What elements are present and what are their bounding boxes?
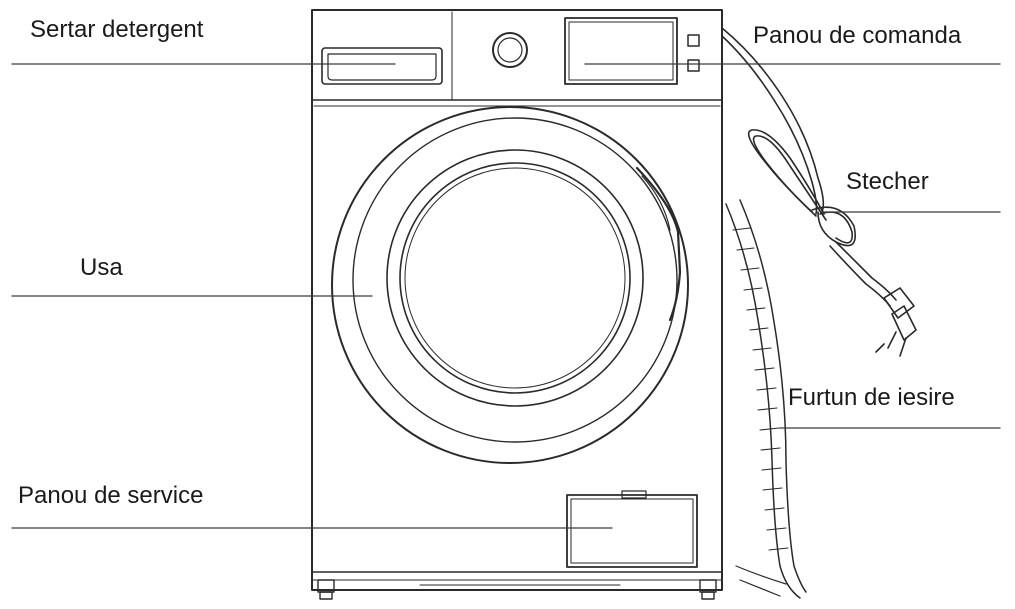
label-door: Usa (80, 254, 123, 281)
door-glass (399, 162, 631, 394)
label-control-panel: Panou de comanda (753, 22, 962, 49)
washing-machine (311, 9, 723, 600)
door-ring-2 (352, 117, 678, 443)
drain-hose (725, 199, 807, 599)
program-knob (492, 32, 528, 68)
door-ring-3 (386, 149, 644, 407)
label-drain-hose: Furtun de iesire (788, 384, 955, 411)
display-panel (564, 17, 678, 85)
door-outer-ring (331, 106, 689, 464)
label-service-panel: Panou de service (18, 482, 204, 509)
control-button-2 (687, 59, 700, 72)
plug-icon (875, 287, 917, 357)
detergent-drawer (321, 47, 443, 85)
door-handle (635, 166, 682, 322)
machine-feet (317, 579, 717, 600)
power-cord (721, 27, 897, 307)
door-glass-inner (404, 167, 626, 389)
door-assembly (331, 106, 689, 464)
leader-lines (11, 63, 1001, 529)
label-plug: Stecher (846, 168, 929, 195)
label-detergent-drawer: Sertar detergent (30, 16, 204, 43)
control-button-1 (687, 34, 700, 47)
machine-cabinet (311, 9, 723, 591)
service-panel-cover (566, 490, 698, 568)
